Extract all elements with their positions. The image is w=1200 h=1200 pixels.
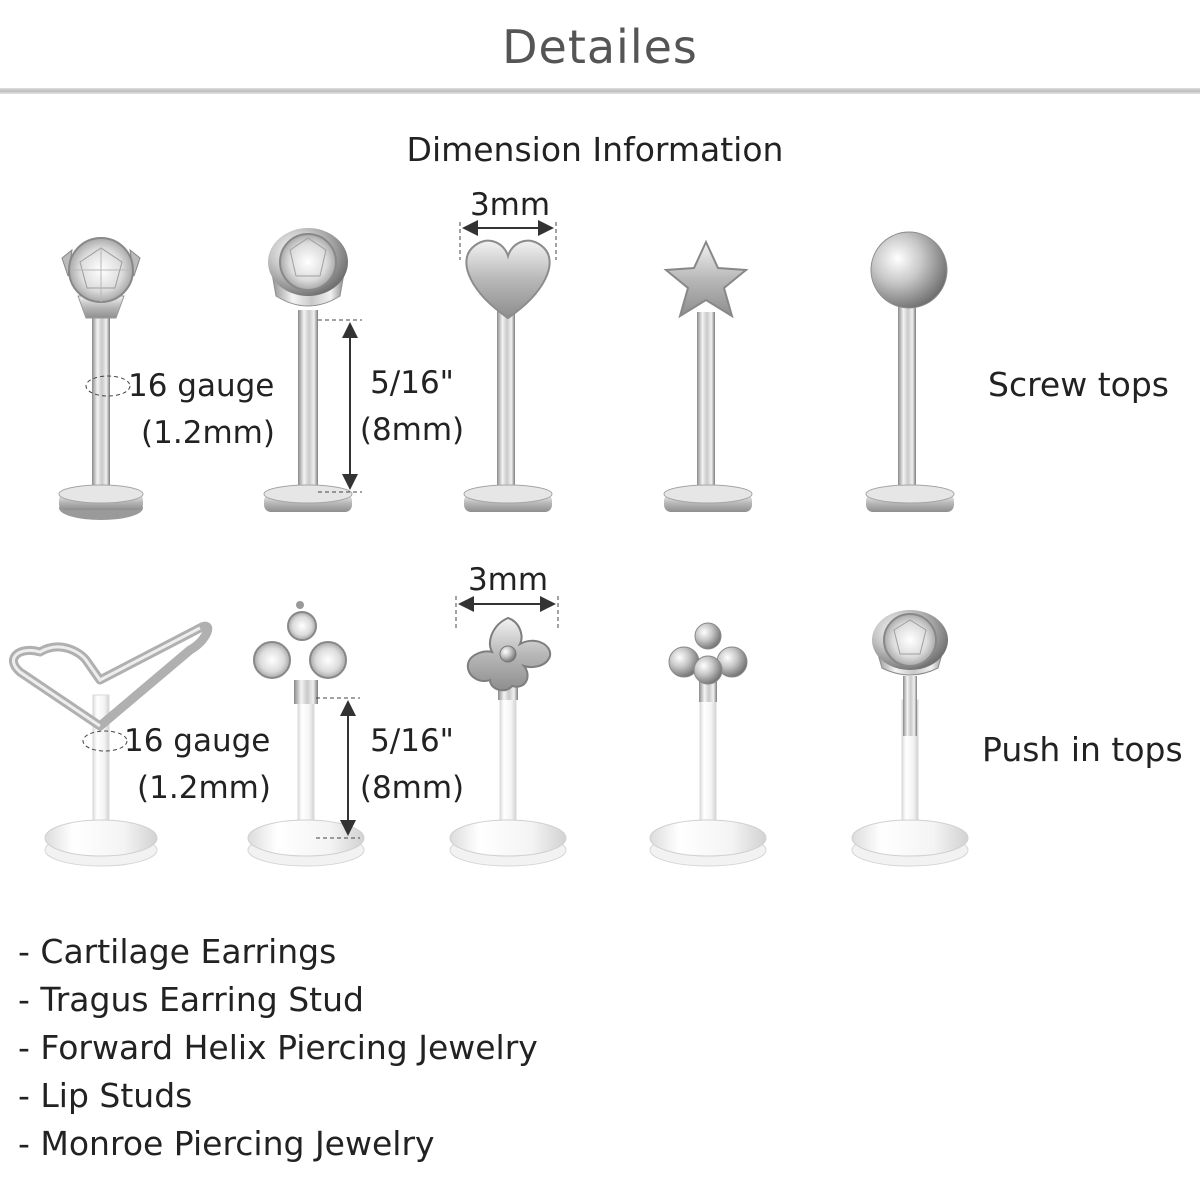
list-item: - Monroe Piercing Jewelry (18, 1124, 435, 1163)
gauge-indicator (85, 375, 131, 397)
width-arrow (455, 596, 559, 630)
width-arrow (459, 220, 557, 260)
title-divider (0, 88, 1200, 94)
push-length-label: 5/16" (370, 723, 454, 759)
screw-tops-label: Screw tops (988, 365, 1169, 404)
push-top-width-label: 3mm (467, 562, 549, 598)
screw-stud-heart (463, 239, 553, 512)
screw-stud-prong-crystal (58, 237, 144, 520)
screw-gauge-mm-label: (1.2mm) (141, 415, 275, 451)
screw-gauge-label: 16 gauge (128, 368, 275, 404)
list-item: - Lip Studs (18, 1076, 193, 1115)
list-item: - Cartilage Earrings (18, 932, 337, 971)
list-item: - Tragus Earring Stud (18, 980, 364, 1019)
screw-stud-ball (865, 231, 955, 512)
length-arrow (316, 697, 360, 839)
push-stud-bezel-crystal (851, 610, 969, 867)
page-title: Detailes (502, 20, 698, 74)
gauge-indicator (82, 730, 128, 752)
push-gauge-mm-label: (1.2mm) (137, 770, 271, 806)
push-stud-flower (449, 616, 567, 867)
length-arrow (318, 319, 362, 493)
push-stud-trinity-crystal (247, 601, 365, 867)
screw-length-label: 5/16" (370, 365, 454, 401)
screw-top-width-label: 3mm (469, 187, 551, 223)
feature-list: - Cartilage Earrings - Tragus Earring St… (18, 928, 538, 1168)
screw-length-mm-label: (8mm) (359, 412, 465, 448)
push-stud-heart-hoop (9, 621, 213, 867)
push-stud-trinity-ball (649, 622, 767, 867)
screw-stud-bezel-crystal (263, 228, 353, 512)
list-item: - Forward Helix Piercing Jewelry (18, 1028, 538, 1067)
push-gauge-label: 16 gauge (124, 723, 271, 759)
screw-stud-star (663, 239, 753, 512)
section-subtitle: Dimension Information (406, 130, 784, 169)
push-length-mm-label: (8mm) (359, 770, 465, 806)
push-tops-label: Push in tops (982, 730, 1183, 769)
